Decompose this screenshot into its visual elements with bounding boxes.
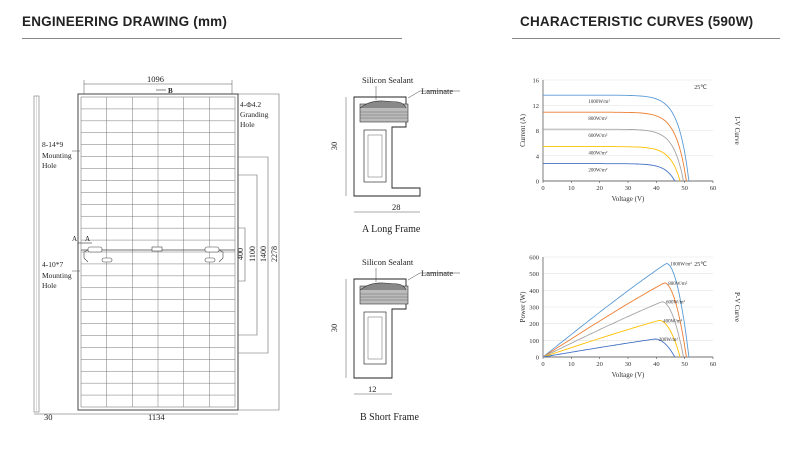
mounting-slots: [83, 246, 224, 263]
dim-label-1100: 1100: [248, 246, 257, 262]
cell-grid: [81, 97, 235, 407]
long-frame-height-label: 30: [329, 142, 339, 151]
x-tick-label: 40: [653, 361, 660, 368]
series-label: 800W/m²: [588, 116, 607, 122]
x-tick-label: 50: [681, 361, 688, 368]
section-mark-b-top: B: [168, 87, 173, 95]
series-label: 400W/m²: [663, 318, 682, 324]
x-tick-label: 30: [625, 361, 632, 368]
mount-bottom-label-3: Hole: [42, 281, 57, 290]
long-frame-caption: A Long Frame: [362, 224, 421, 235]
series-label: 1000W/m²: [670, 261, 692, 267]
panel-drawing: 1096 B B A A 4-Φ4.2 Granding Hole 8-14: [33, 74, 280, 422]
section-mark-a-left: A: [72, 235, 77, 243]
series-line-1000w: [542, 262, 690, 358]
ground-hole-label-3: Hole: [240, 120, 255, 129]
x-tick-label: 60: [710, 361, 717, 368]
series-label: 200W/m²: [588, 168, 607, 174]
x-axis-label: Voltage (V): [612, 195, 645, 203]
long-frame-width-label: 28: [392, 202, 401, 212]
x-tick-label: 10: [568, 361, 575, 368]
x-tick-label: 20: [596, 361, 603, 368]
y-axis-label: Power (W): [519, 291, 527, 323]
y-tick-label: 12: [533, 103, 540, 110]
series-line-600w: [542, 301, 684, 358]
short-frame-height-label: 30: [329, 324, 339, 333]
y-tick-label: 300: [529, 305, 539, 312]
x-tick-label: 50: [681, 185, 688, 192]
characteristic-curves-title: CHARACTERISTIC CURVES (590W): [520, 14, 754, 29]
series-label: 400W/m²: [588, 151, 607, 157]
drawing-title-rule: [22, 38, 402, 39]
x-tick-label: 10: [568, 185, 575, 192]
dim-label-400: 400: [236, 248, 245, 260]
short-frame-section: Silicon Sealant Laminate 30 12 B Short F…: [329, 257, 460, 423]
series-line-400w: [542, 319, 681, 358]
dim-label-1134: 1134: [148, 412, 165, 422]
ground-hole-label-2: Granding: [240, 110, 269, 119]
y-tick-label: 4: [536, 153, 540, 160]
x-tick-label: 60: [710, 185, 717, 192]
dim-label-2278: 2278: [270, 246, 279, 262]
series-line-200w: [542, 338, 676, 358]
series-line-1000w: [543, 94, 690, 182]
series-line-200w: [543, 163, 676, 182]
y-tick-label: 500: [529, 271, 539, 278]
series-label: 600W/m²: [588, 133, 607, 139]
y-tick-label: 16: [533, 78, 540, 85]
y-tick-label: 200: [529, 321, 539, 328]
x-tick-label: 20: [596, 185, 603, 192]
mount-top-label-3: Hole: [42, 161, 57, 170]
y-tick-label: 0: [536, 355, 539, 362]
mount-bottom-label-1: 4-10*7: [42, 260, 63, 269]
series-line-800w: [543, 111, 687, 182]
engineering-drawing-title: ENGINEERING DRAWING (mm): [22, 14, 228, 29]
side-curve-label: I-V Curve: [733, 116, 741, 144]
series-label: 1000W/m²: [588, 99, 610, 105]
dim-label-30: 30: [44, 412, 53, 422]
ground-hole-label-1: 4-Φ4.2: [240, 100, 261, 109]
temperature-label: 25℃: [694, 85, 707, 91]
dim-label-1096: 1096: [147, 74, 164, 84]
long-frame-section: Silicon Sealant Laminate 30 28 A Long Fr…: [329, 75, 460, 235]
y-tick-label: 100: [529, 338, 539, 345]
x-tick-label: 30: [625, 185, 632, 192]
x-tick-label: 0: [541, 185, 544, 192]
series-line-400w: [543, 146, 681, 182]
mount-top-label-2: Mounting: [42, 151, 72, 160]
x-tick-label: 0: [541, 361, 544, 368]
short-frame-caption: B Short Frame: [360, 412, 419, 423]
mount-bottom-label-2: Mounting: [42, 271, 72, 280]
temperature-label: 25℃: [694, 262, 707, 268]
x-tick-label: 40: [653, 185, 660, 192]
mount-top-label-1: 8-14*9: [42, 140, 63, 149]
y-tick-label: 8: [536, 128, 539, 135]
side-curve-label: P-V Curve: [733, 292, 741, 322]
y-axis-label: Current (A): [519, 113, 527, 147]
pv-curve-chart: 0 100 200 300 400 500 600 0 10 20 30 40 50 60Voltage …: [519, 255, 741, 380]
long-frame-sealant-label: Silicon Sealant: [362, 75, 414, 85]
curves-title-rule: [512, 38, 780, 39]
short-frame-width-label: 12: [368, 384, 377, 394]
x-axis-label: Voltage (V): [612, 371, 645, 379]
series-label: 200W/m²: [659, 337, 678, 343]
dim-label-1400: 1400: [259, 246, 268, 262]
section-mark-a-right: A: [85, 235, 90, 243]
series-label: 600W/m²: [666, 300, 685, 306]
y-tick-label: 400: [529, 288, 539, 295]
y-tick-label: 0: [536, 179, 539, 186]
series-line-800w: [542, 282, 687, 358]
series-line-600w: [543, 128, 684, 182]
series-label: 800W/m²: [668, 281, 687, 287]
height-dim-brackets: [238, 93, 280, 411]
y-tick-label: 600: [529, 255, 539, 262]
short-frame-sealant-label: Silicon Sealant: [362, 257, 414, 267]
